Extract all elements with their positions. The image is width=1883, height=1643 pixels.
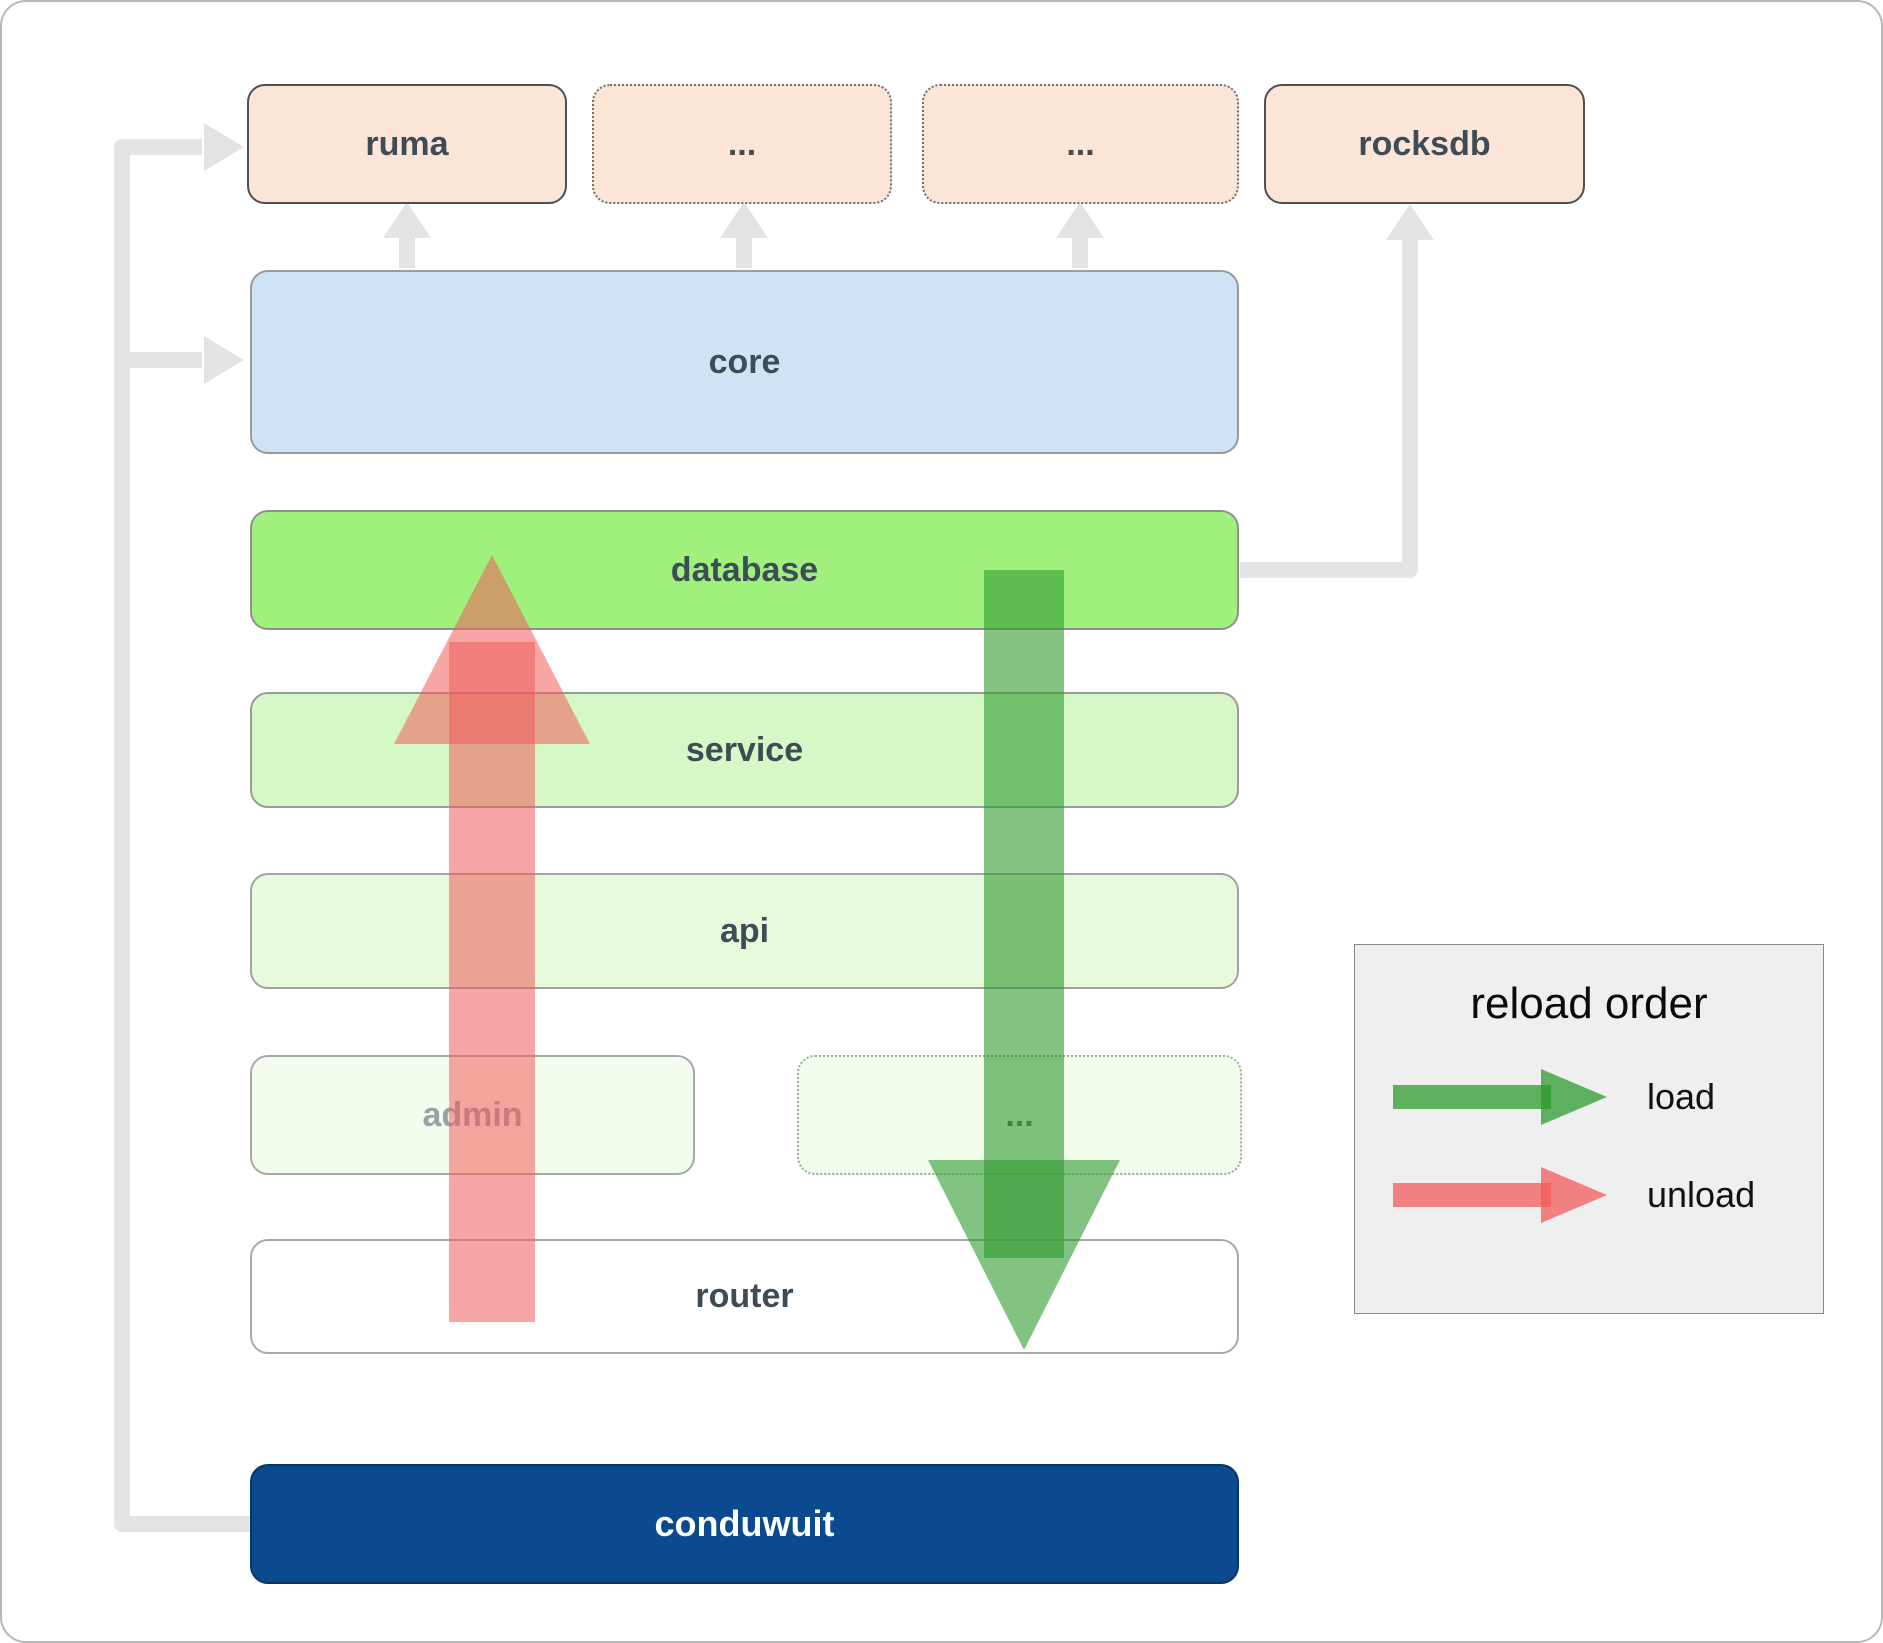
load-arrow-icon: [1393, 1069, 1607, 1125]
box-database-label: database: [670, 550, 819, 589]
box-api-label: api: [719, 911, 770, 950]
conduwuit-to-ruma-arrow-shaft: [114, 139, 254, 1532]
box-ruma-label: ruma: [365, 124, 449, 163]
legend-load-label: load: [1647, 1076, 1716, 1117]
box-ellipsis-top-1-label: ...: [727, 124, 757, 163]
legend-panel: reload order load unload: [1354, 944, 1824, 1314]
box-service-label: service: [685, 730, 804, 769]
box-core: core: [250, 270, 1239, 454]
legend-row-unload: unload: [1393, 1165, 1823, 1225]
box-admin: admin: [250, 1055, 695, 1175]
legend-row-load: load: [1393, 1067, 1823, 1127]
box-conduwuit-label: conduwuit: [654, 1503, 835, 1544]
box-ruma: ruma: [247, 84, 567, 204]
box-core-label: core: [708, 342, 781, 381]
core-to-ruma-arrow-head: [383, 202, 431, 238]
unload-arrow-icon: [1393, 1167, 1607, 1223]
core-to-ellipsis1-arrow-head: [720, 202, 768, 238]
box-router-label: router: [695, 1277, 794, 1315]
conduwuit-to-ruma-arrow-head: [204, 123, 244, 171]
box-ellipsis-top-1: ...: [592, 84, 892, 204]
box-api: api: [250, 873, 1239, 989]
core-to-ellipsis2-arrow-head: [1056, 202, 1104, 238]
legend-unload-label: unload: [1647, 1174, 1756, 1215]
conduwuit-to-core-arrow-head: [204, 336, 244, 384]
box-ellipsis-mid: ...: [797, 1055, 1242, 1175]
database-to-rocksdb-arrow-shaft: [1240, 238, 1418, 578]
box-rocksdb: rocksdb: [1264, 84, 1585, 204]
legend-title: reload order: [1470, 979, 1708, 1028]
box-ellipsis-top-2-label: ...: [1066, 124, 1095, 163]
box-rocksdb-label: rocksdb: [1358, 124, 1491, 163]
box-router: router: [250, 1239, 1239, 1354]
box-service: service: [250, 692, 1239, 808]
box-conduwuit: conduwuit: [250, 1464, 1239, 1584]
box-ellipsis-top-2: ...: [922, 84, 1239, 204]
database-to-rocksdb-arrow-head: [1386, 204, 1434, 240]
box-ellipsis-mid-label: ...: [1005, 1095, 1034, 1134]
box-database: database: [250, 510, 1239, 630]
box-admin-label: admin: [422, 1095, 523, 1134]
